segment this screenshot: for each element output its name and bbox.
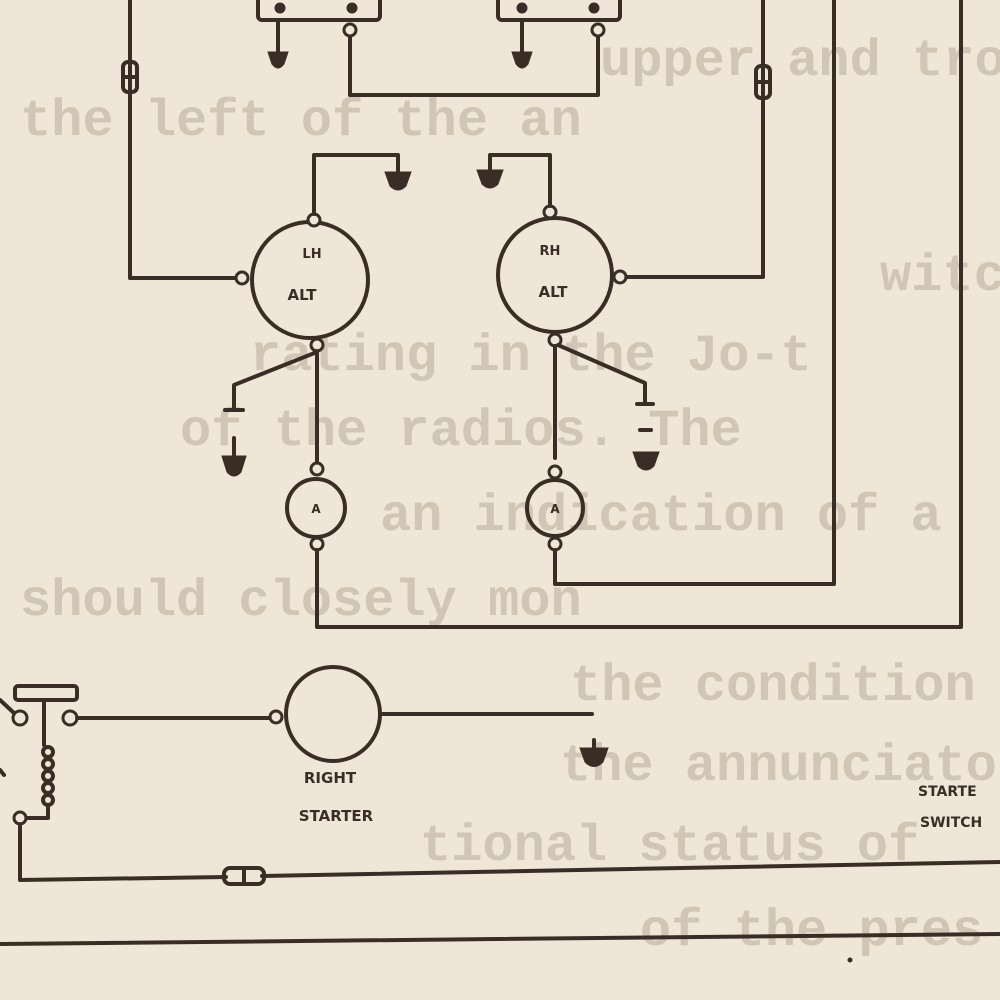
right-starter-label: RIGHT (304, 769, 357, 787)
rh-alt-label: RH (540, 244, 561, 259)
starter-return-wire (18, 822, 1000, 886)
starter-switch-label-line: STARTE (918, 784, 977, 800)
rh-ammeter-label: A (550, 502, 560, 516)
rh-field-wire (618, 0, 772, 279)
bleed-line: rating in the Jo-t (250, 327, 812, 386)
ground-symbol (511, 20, 533, 69)
lh-alt-label: ALT (288, 286, 318, 304)
bleed-line: an indication of a (380, 487, 942, 546)
bleed-line: should closely mon (20, 572, 582, 631)
lh-ammeter-label: A (311, 502, 321, 516)
page-border-line (0, 932, 1000, 946)
ground-symbol (267, 20, 289, 69)
bleed-line: upper and trough pe (600, 32, 1000, 91)
bleed-line: the condition of (570, 657, 1000, 716)
ground-symbol (579, 738, 609, 767)
lh-alt-ground-lead (312, 153, 412, 216)
lh-output-wire (221, 349, 319, 477)
rh-alternator: RH ALT (496, 204, 628, 348)
right-starter-motor: RIGHT STARTER (75, 665, 594, 825)
top-relay-right (496, 0, 622, 22)
ink-speck (847, 957, 853, 963)
starter-switch-contact (0, 684, 79, 777)
starter-switch-label-line: SWITCH (920, 815, 982, 831)
lh-ammeter: A (285, 461, 347, 552)
rh-bus-wire (553, 0, 836, 586)
relay-interconnect-wire (342, 22, 606, 97)
bleed-line: the annunciator pa (560, 737, 1000, 796)
rh-output-wire (553, 343, 660, 471)
rh-ammeter: A (525, 464, 585, 552)
bleed-line: of the pres (640, 902, 983, 961)
right-starter-label: STARTER (299, 807, 374, 825)
bleed-through-text: upper and trough pe the left of the an w… (20, 32, 1000, 961)
starter-relay-coil (12, 710, 55, 826)
rh-alt-label: ALT (539, 283, 569, 301)
lh-bus-wire (315, 0, 963, 629)
starter-switch-label: STARTE SWITCH (918, 784, 982, 831)
lh-alt-label: LH (302, 247, 321, 262)
lh-alternator: LH ALT (234, 212, 370, 353)
rh-alt-ground-lead (476, 153, 552, 208)
bleed-line: witch of the ere, (880, 247, 1000, 306)
lh-field-wire (121, 0, 244, 280)
top-relay-left (256, 0, 382, 22)
bleed-line: the left of the an (20, 92, 582, 151)
